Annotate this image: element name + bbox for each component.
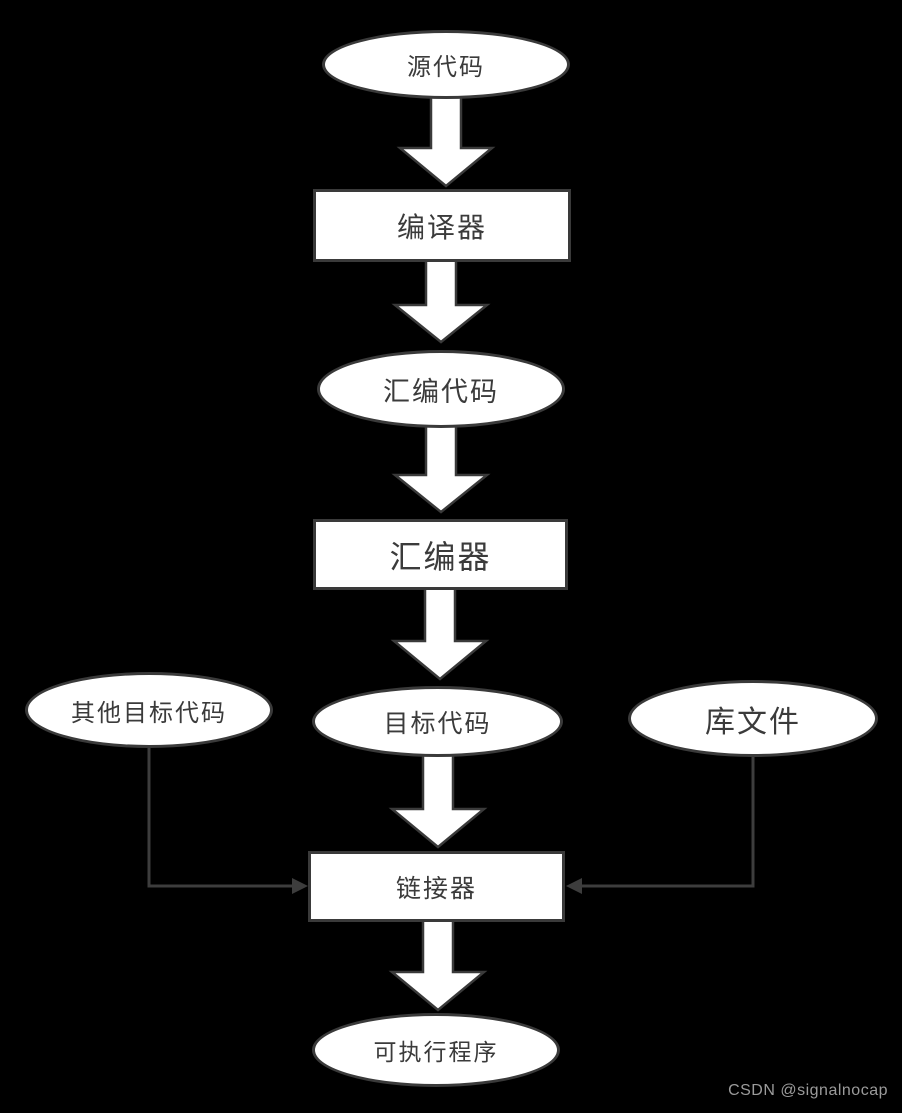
node-source-code: 源代码 — [322, 30, 570, 99]
node-source-code-label: 源代码 — [407, 54, 485, 81]
arrow-compiler-to-assembly-code — [391, 258, 491, 344]
node-linker-label: 链接器 — [395, 874, 477, 903]
node-compiler: 编译器 — [313, 189, 571, 262]
node-object-code: 目标代码 — [312, 686, 563, 757]
node-executable-program-label: 可执行程序 — [373, 1039, 499, 1065]
arrow-source-to-compiler — [396, 95, 496, 188]
node-compiler-label: 编译器 — [396, 211, 487, 243]
node-library-file-label: 库文件 — [705, 705, 801, 739]
connector-other-object-to-linker — [147, 748, 294, 888]
node-linker: 链接器 — [308, 851, 565, 922]
node-assembly-code: 汇编代码 — [317, 350, 565, 428]
arrow-linker-to-executable — [388, 918, 488, 1012]
node-library-file: 库文件 — [628, 680, 878, 757]
arrow-object-code-to-linker — [388, 753, 488, 849]
arrow-assembly-code-to-assembler — [391, 424, 491, 514]
node-assembly-code-label: 汇编代码 — [383, 376, 499, 407]
connector-library-to-linker — [580, 757, 755, 888]
node-assembler: 汇编器 — [313, 519, 568, 590]
node-assembler-label: 汇编器 — [389, 538, 492, 575]
arrowhead-library-to-linker — [566, 878, 582, 894]
arrowhead-other-object-to-linker — [292, 878, 308, 894]
csdn-watermark: CSDN @signalnocap — [728, 1082, 888, 1099]
node-executable-program: 可执行程序 — [312, 1013, 560, 1087]
node-other-object-code-label: 其他目标代码 — [71, 699, 227, 727]
arrow-assembler-to-object-code — [390, 586, 490, 681]
node-object-code-label: 目标代码 — [383, 709, 492, 738]
node-other-object-code: 其他目标代码 — [25, 672, 273, 748]
